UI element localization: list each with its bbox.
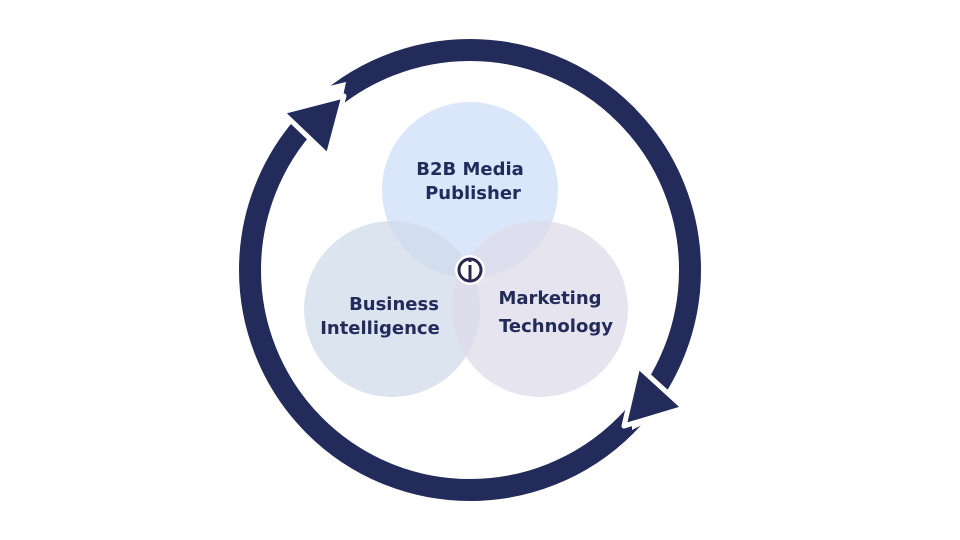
arrowhead-icon xyxy=(621,363,687,429)
arrowhead-icon xyxy=(279,93,347,159)
label-bi-line2: Intelligence xyxy=(320,318,440,339)
label-b2b-line2: Publisher xyxy=(425,183,521,204)
circle-marketing-technology xyxy=(452,221,628,397)
label-mt-line2: Technology xyxy=(499,316,613,337)
label-bi-line1: Business xyxy=(349,294,439,315)
label-b2b-line1: B2B Media xyxy=(416,159,524,180)
label-mt-line1: Marketing xyxy=(498,288,601,309)
circle-business-intelligence xyxy=(304,221,480,397)
logo-mark-icon xyxy=(455,255,485,285)
cycle-ring xyxy=(239,39,701,501)
